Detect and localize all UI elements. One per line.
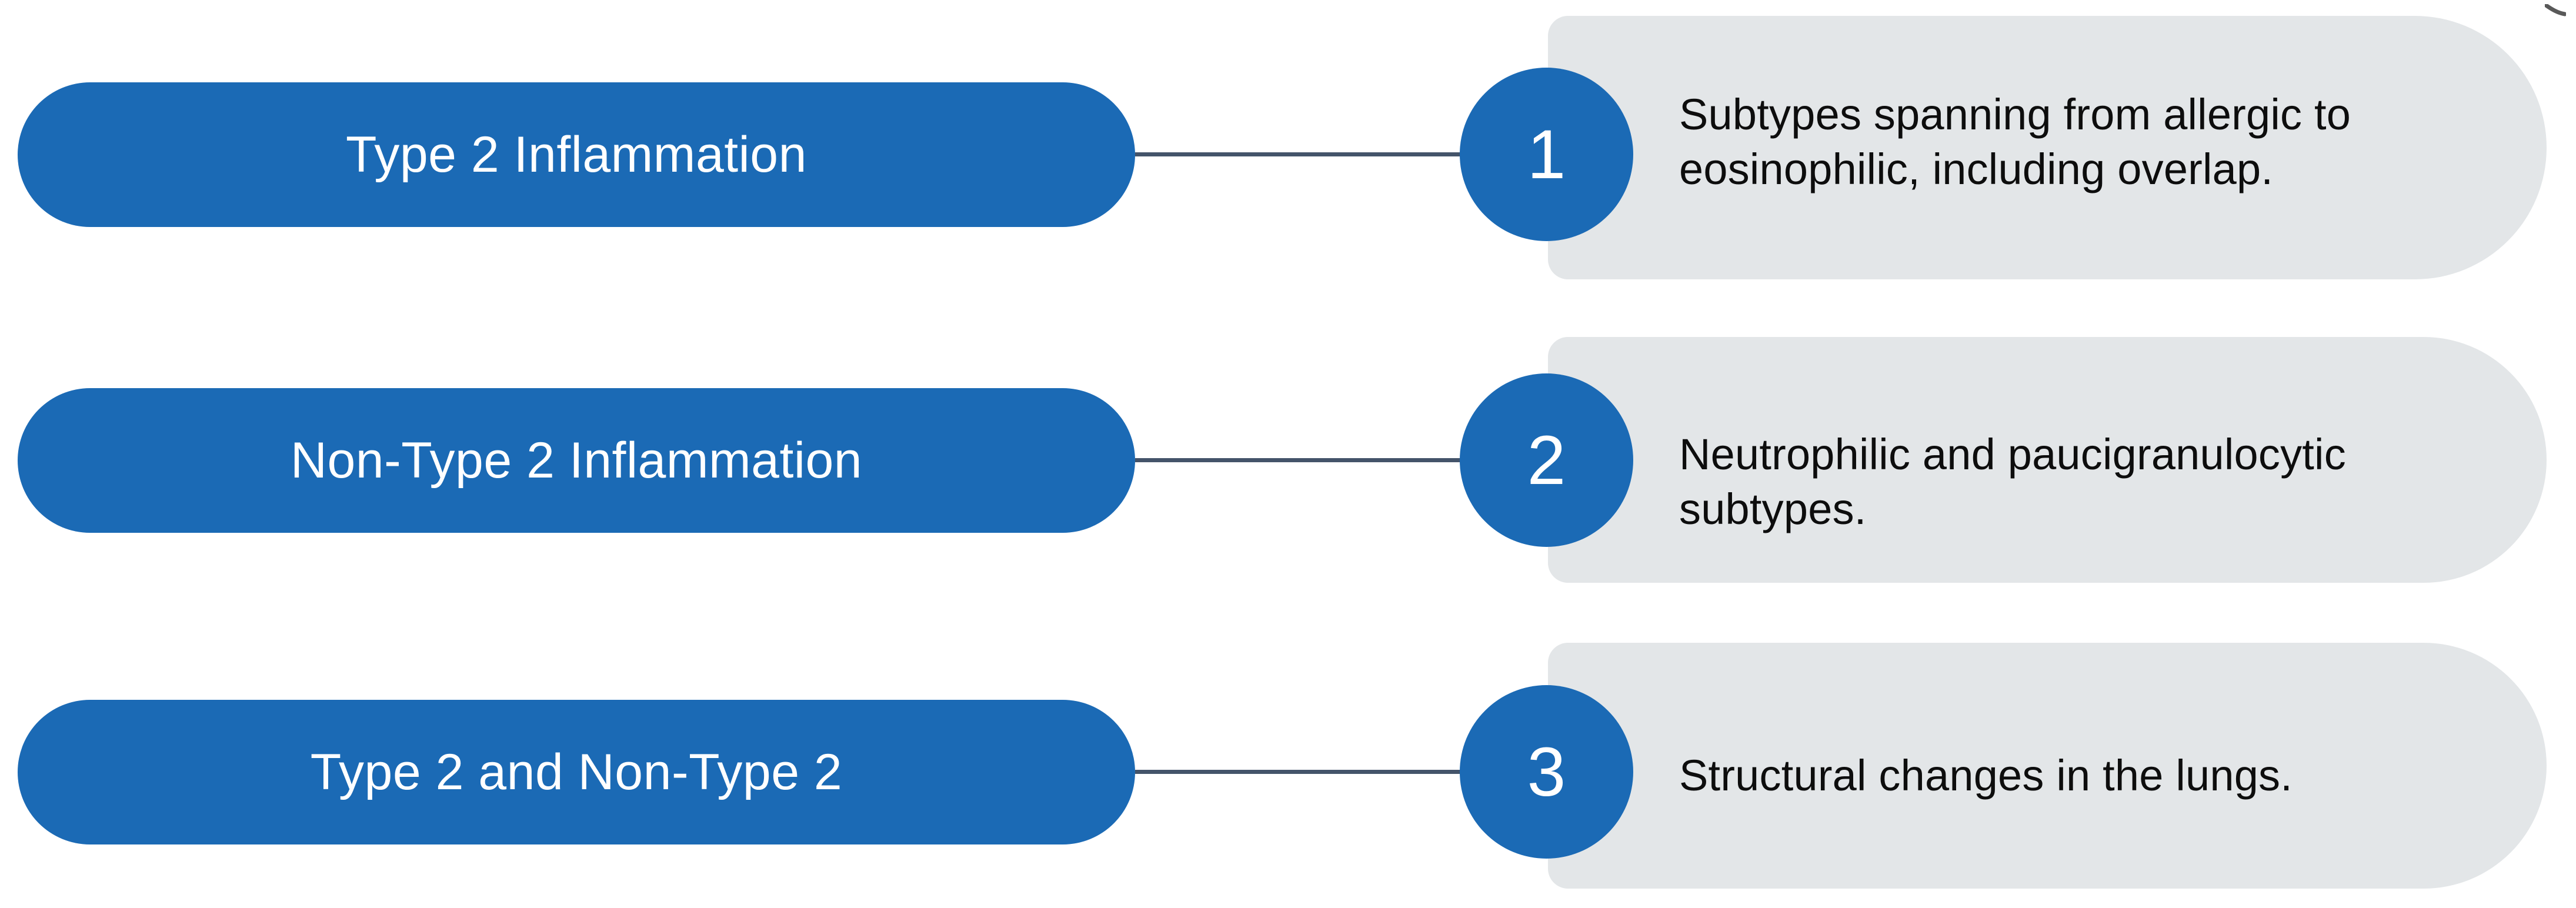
description-panel-3 xyxy=(1548,643,2547,889)
step-number-badge-2[interactable]: 2 xyxy=(1460,373,1633,547)
step-number-label-1: 1 xyxy=(1527,115,1566,193)
description-panel-2 xyxy=(1548,337,2547,583)
description-text-2: Neutrophilic and paucigranulocytic subty… xyxy=(1679,430,2346,534)
step-number-badge-1[interactable]: 1 xyxy=(1460,68,1633,241)
connector-line-1 xyxy=(1135,152,1464,156)
category-pill-1[interactable]: Type 2 Inflammation xyxy=(18,82,1135,227)
diagram-row-1: Type 2 Inflammation 1 Subtypes spanning … xyxy=(0,0,2576,306)
category-pill-label-1: Type 2 Inflammation xyxy=(346,126,807,183)
diagram-row-3: Type 2 and Non-Type 2 3 Structural chang… xyxy=(0,617,2576,908)
step-number-label-2: 2 xyxy=(1527,421,1566,499)
description-text-1: Subtypes spanning from allergic to eosin… xyxy=(1679,90,2351,194)
category-pill-3[interactable]: Type 2 and Non-Type 2 xyxy=(18,700,1135,844)
description-panel-1 xyxy=(1548,16,2547,279)
category-pill-2[interactable]: Non-Type 2 Inflammation xyxy=(18,388,1135,533)
diagram-row-2: Non-Type 2 Inflammation 2 Neutrophilic a… xyxy=(0,312,2576,617)
connector-line-3 xyxy=(1135,770,1464,774)
stray-stroke-artifact-icon xyxy=(2545,4,2566,17)
description-text-3: Structural changes in the lungs. xyxy=(1679,751,2293,800)
step-number-badge-3[interactable]: 3 xyxy=(1460,685,1633,859)
connector-line-2 xyxy=(1135,458,1464,462)
category-pill-label-3: Type 2 and Non-Type 2 xyxy=(310,744,843,800)
category-pill-label-2: Non-Type 2 Inflammation xyxy=(290,432,863,489)
step-number-label-3: 3 xyxy=(1527,733,1566,811)
